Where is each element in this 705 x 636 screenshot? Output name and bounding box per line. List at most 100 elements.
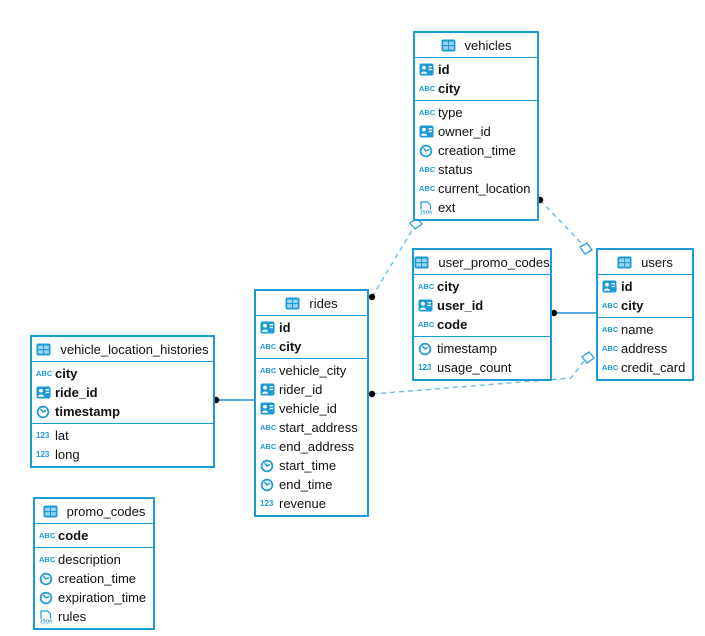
column-row-expiration_time[interactable]: expiration_time [35,588,153,607]
column-name: creation_time [58,571,137,586]
column-name: status [438,162,473,177]
column-row-creation_time[interactable]: creation_time [35,569,153,588]
table-icon [43,505,62,518]
relation-endpoint-dot [368,390,376,398]
id-type-icon [419,63,438,76]
string-type-icon: ABC [260,422,277,432]
column-name: description [58,552,121,567]
column-row-owner_id[interactable]: owner_id [415,122,537,141]
column-row-start_time[interactable]: start_time [256,456,367,475]
string-type-icon: ABC [39,530,56,540]
column-name: city [621,298,644,313]
table-title: vehicles [464,37,512,53]
table-header[interactable]: users [598,250,692,275]
column-row-rider_id[interactable]: rider_id [256,380,367,399]
number-type-icon: 123 [36,430,50,440]
column-name: expiration_time [58,590,147,605]
column-row-ride_id[interactable]: ride_id [32,383,213,402]
table-header[interactable]: rides [256,291,367,316]
column-name: usage_count [437,360,512,375]
relation-vehicles-to-users[interactable] [536,196,593,255]
column-row-id[interactable]: id [598,277,692,296]
table-icon [617,256,636,269]
id-type-icon [260,402,279,415]
datetime-type-icon [419,144,438,158]
string-type-icon: ABC [602,324,619,334]
column-row-timestamp[interactable]: timestamp [414,339,550,358]
column-name: id [621,279,633,294]
string-type-icon: ABC [260,441,277,451]
column-row-creation_time[interactable]: creation_time [415,141,537,160]
string-type-icon: ABC [36,368,53,378]
relation-rides-to-users[interactable] [368,351,595,398]
column-name: ext [438,200,456,215]
column-name: creation_time [438,143,517,158]
column-row-id[interactable]: id [256,318,367,337]
datetime-type-icon [260,478,279,492]
column-name: ride_id [55,385,98,400]
column-row-user_id[interactable]: user_id [414,296,550,315]
id-type-icon [260,383,279,396]
datetime-type-icon [260,459,279,473]
column-name: user_id [437,298,484,313]
table-title: user_promo_codes [438,254,550,270]
table-header[interactable]: promo_codes [35,499,153,524]
string-type-icon: ABC [602,343,619,353]
column-name: timestamp [437,341,497,356]
column-row-vehicle_id[interactable]: vehicle_id [256,399,367,418]
relation-endpoint-dot [368,293,376,301]
column-name: city [438,81,461,96]
relation-user_promo_codes-to-users[interactable] [550,309,596,317]
column-row-id[interactable]: id [415,60,537,79]
table-header[interactable]: vehicles [415,33,537,58]
column-row-timestamp[interactable]: timestamp [32,402,213,421]
datetime-type-icon [39,591,58,605]
relation-vehicle_location_histories-to-rides[interactable] [212,396,254,404]
column-name: id [279,320,291,335]
string-type-icon: ABC [602,300,619,310]
id-type-icon [419,125,438,138]
table-header[interactable]: vehicle_location_histories [32,337,213,362]
table-title: promo_codes [66,503,146,519]
column-row-end_time[interactable]: end_time [256,475,367,494]
table-header[interactable]: user_promo_codes [414,250,550,275]
